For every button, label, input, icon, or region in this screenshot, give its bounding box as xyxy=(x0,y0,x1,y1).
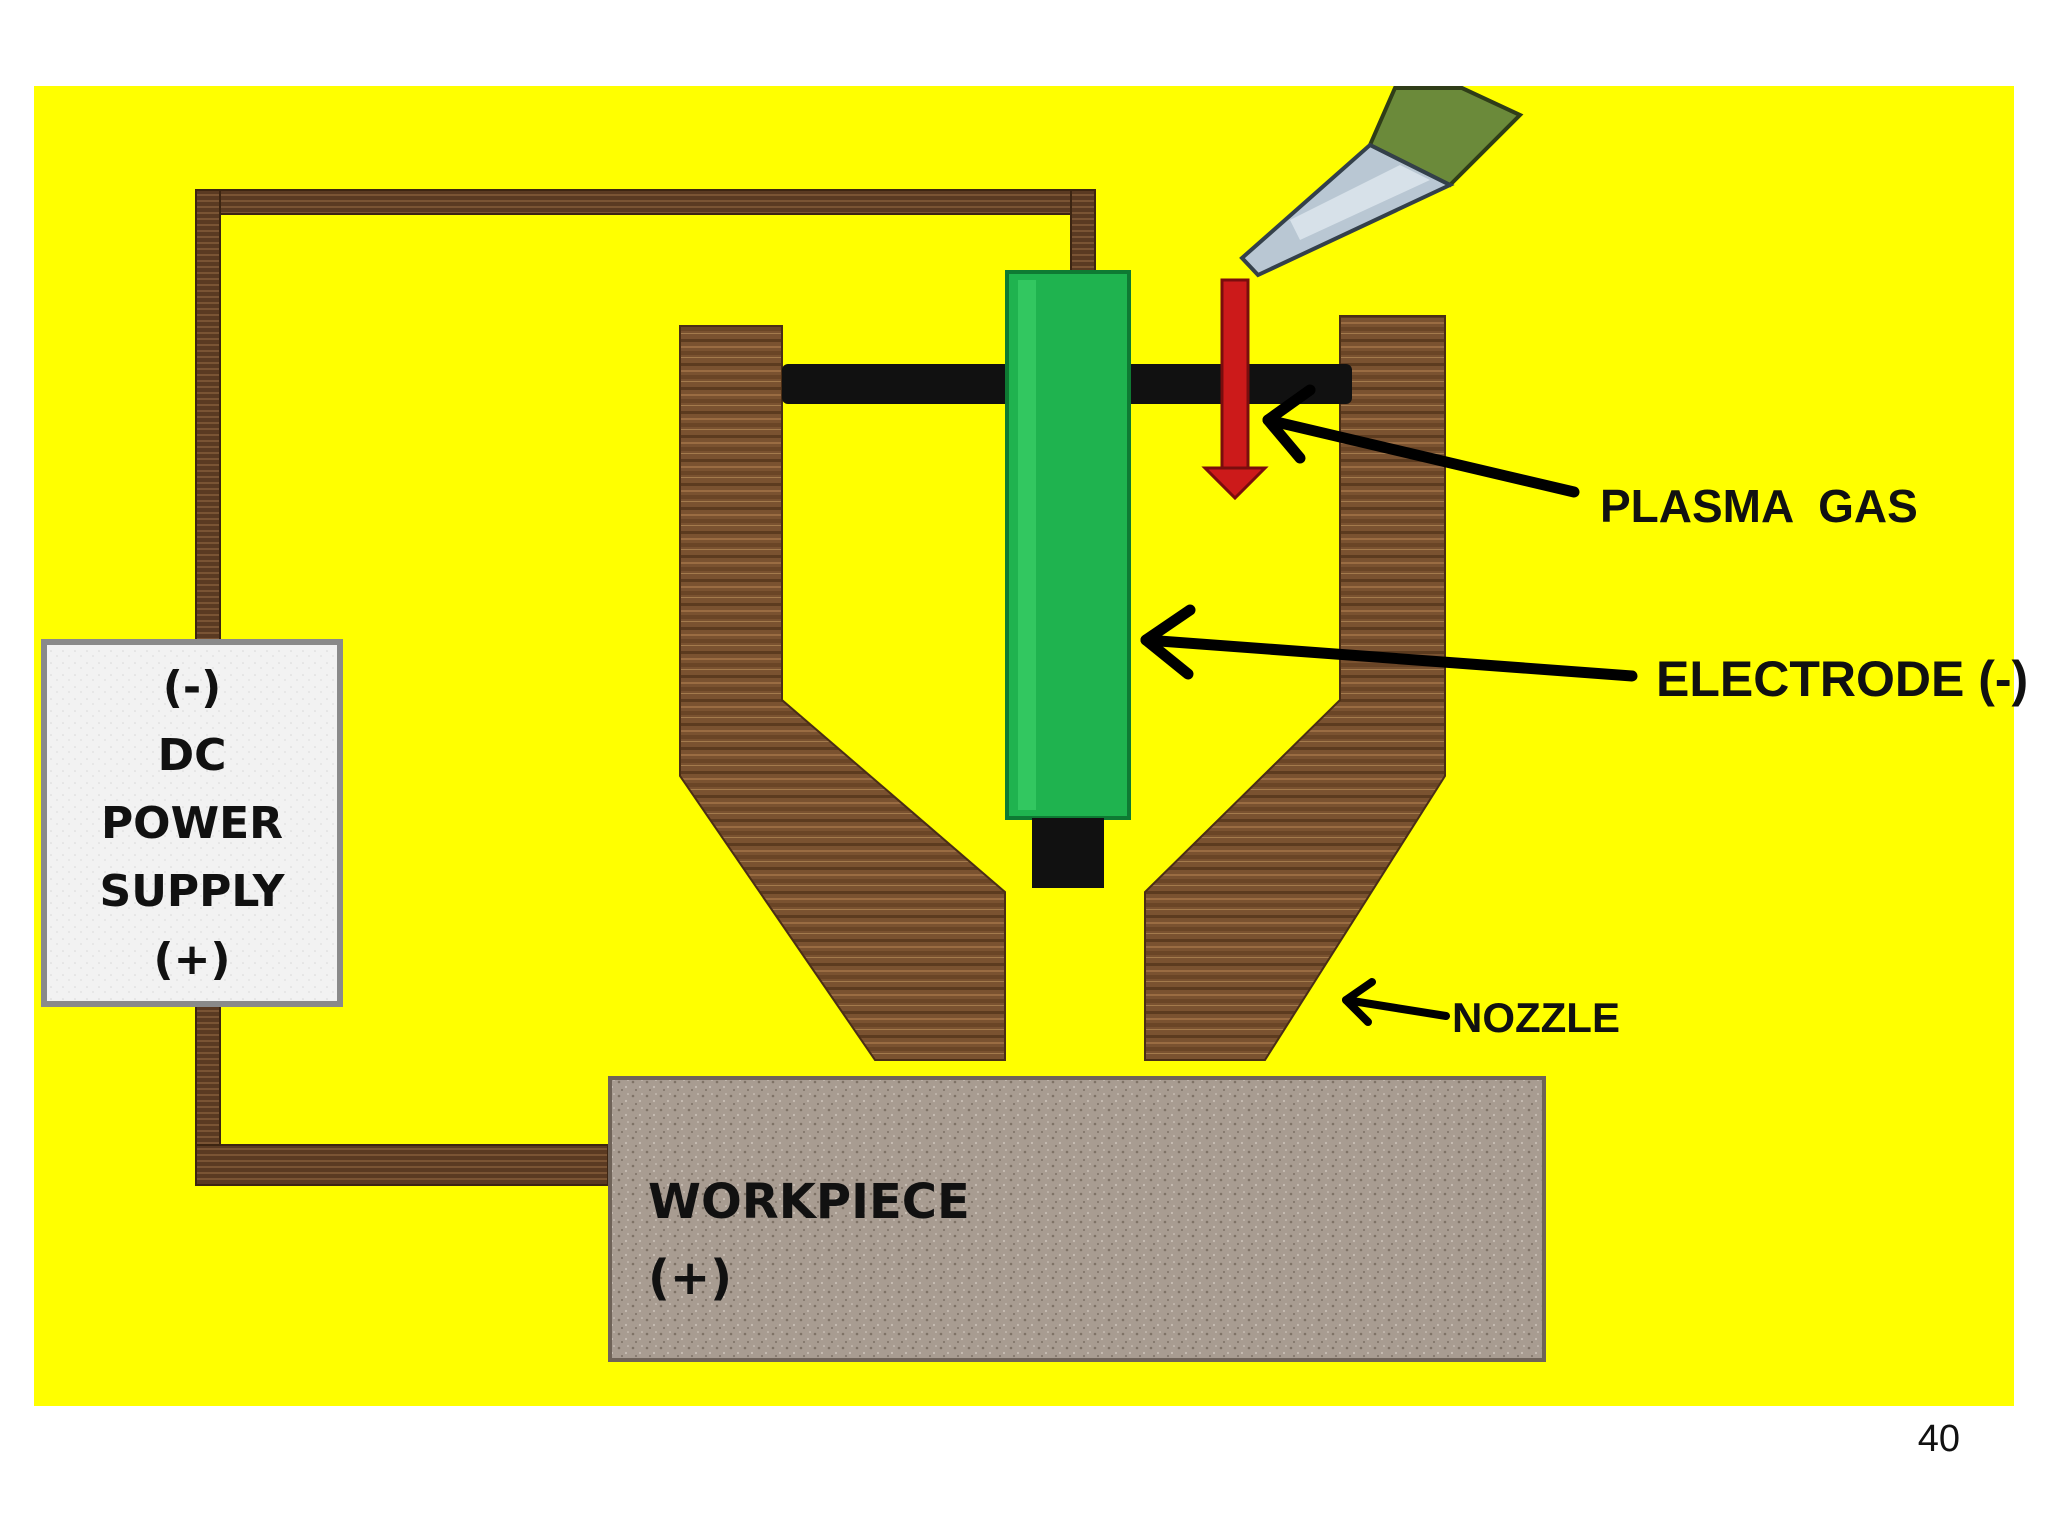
psu-label-dc: DC xyxy=(158,730,227,781)
circuit-wire xyxy=(195,189,1096,1186)
plasma-gas-pointer-arrow xyxy=(1262,384,1580,498)
workpiece-polarity-label: (+) xyxy=(648,1250,732,1306)
gas-supply-nozzle xyxy=(1239,86,1524,278)
nozzle xyxy=(679,315,1446,1061)
nozzle-right-wall xyxy=(1144,315,1446,1061)
workpiece: WORKPIECE (+) xyxy=(608,1076,1546,1362)
nozzle-label: NOZZLE xyxy=(1452,994,1620,1041)
psu-label-supply: SUPPLY xyxy=(100,866,286,917)
electrode-label: ELECTRODE (-) xyxy=(1656,651,2028,707)
electrode-pointer-arrow xyxy=(1140,604,1638,682)
dc-power-supply: (-) DC POWER SUPPLY (+) xyxy=(41,639,343,1007)
psu-label-power: POWER xyxy=(101,798,283,849)
callout-arrows xyxy=(1140,384,1638,1026)
nozzle-pointer-arrow xyxy=(1342,978,1450,1026)
electrode-tip xyxy=(1032,818,1104,888)
psu-label-negative: (-) xyxy=(163,662,221,713)
electrode xyxy=(1005,270,1131,888)
plasma-gas-flow-arrow xyxy=(1201,278,1269,501)
plasma-gas-label: PLASMA GAS xyxy=(1600,480,1918,532)
page-number: 40 xyxy=(1917,1418,1960,1460)
psu-label-positive: (+) xyxy=(153,934,230,985)
workpiece-label: WORKPIECE xyxy=(648,1174,970,1230)
